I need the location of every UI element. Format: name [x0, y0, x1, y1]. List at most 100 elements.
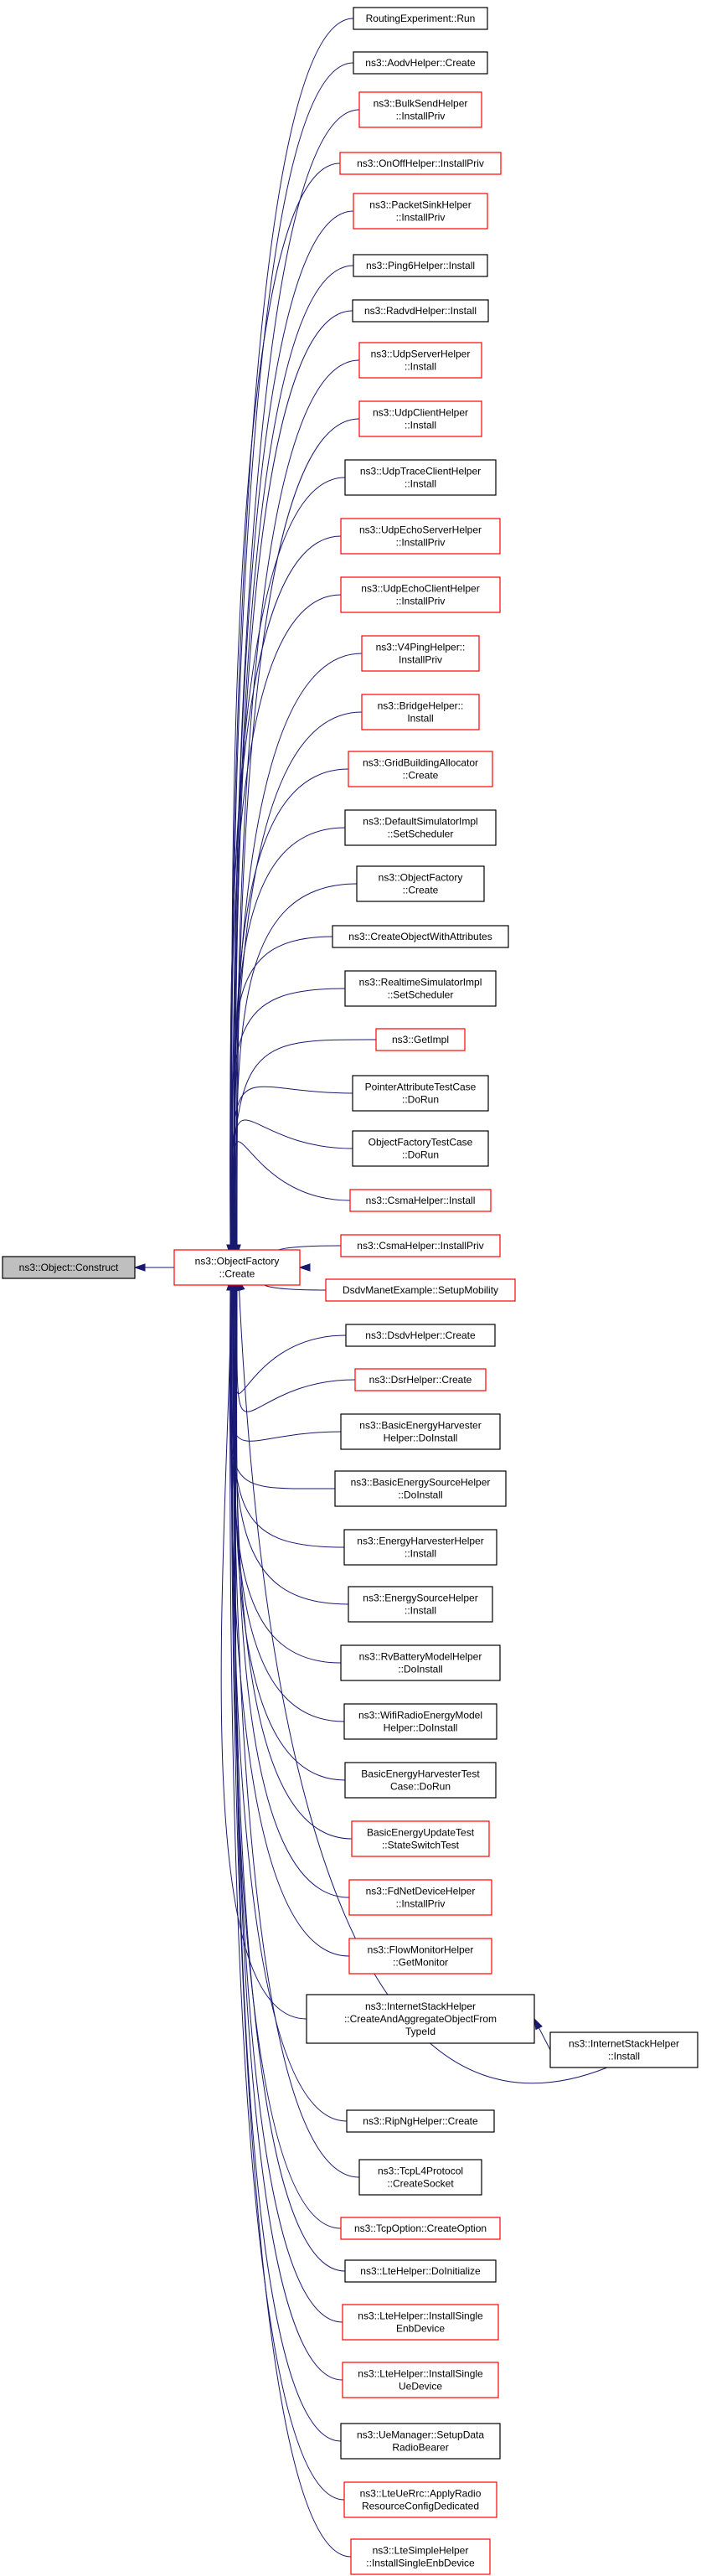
caller-node[interactable]: ns3::PacketSinkHelper::InstallPriv [353, 193, 488, 230]
caller-node-label-line: ns3::UdpTraceClientHelper [360, 466, 481, 478]
caller-node-label-line: ns3::RealtimeSimulatorImpl [359, 977, 482, 989]
caller-node-label-line: ns3::UdpServerHelper [371, 348, 471, 360]
caller-node[interactable]: ns3::DsrHelper::Create [354, 1368, 487, 1391]
caller-node[interactable]: RoutingExperiment::Run [353, 7, 488, 30]
call-edge [220, 1279, 307, 2020]
caller-node[interactable]: ns3::UdpEchoServerHelper::InstallPriv [340, 518, 501, 555]
caller-node-box [343, 1703, 497, 1740]
caller-node-label-line: ::SetScheduler [388, 989, 454, 1001]
caller-node[interactable]: ns3::LteUeRrc::ApplyRadioResourceConfigD… [343, 2481, 497, 2518]
call-arrowhead [298, 1263, 311, 1272]
caller-node-label-line: ns3::TcpOption::CreateOption [354, 2222, 487, 2234]
create-to-construct-arrowhead [133, 1263, 146, 1272]
caller-node[interactable]: ns3::UdpTraceClientHelper::Install [344, 459, 497, 496]
caller-node-box [340, 2217, 501, 2240]
caller-node[interactable]: ns3::EnergySourceHelper::Install [348, 1586, 493, 1623]
caller-node-label-line: ::CreateSocket [387, 2178, 454, 2190]
caller-node[interactable]: ns3::Ping6Helper::Install [353, 254, 488, 277]
caller-node[interactable]: ns3::V4PingHelper::InstallPriv [361, 635, 480, 672]
caller-node[interactable]: ns3::RealtimeSimulatorImpl::SetScheduler [344, 970, 497, 1007]
caller-node[interactable]: ns3::CsmaHelper::InstallPriv [340, 1234, 501, 1257]
caller-node-label-line: ::DoInstall [398, 1489, 442, 1501]
call-edge [233, 1279, 346, 2272]
object-construct-node[interactable]: ns3::Object::Construct [2, 1256, 136, 1279]
caller-node[interactable]: ObjectFactoryTestCase::DoRun [352, 1130, 489, 1167]
caller-node[interactable]: ns3::ObjectFactory::Create [356, 865, 485, 902]
caller-node[interactable]: DsdvManetExample::SetupMobility [325, 1278, 516, 1302]
call-edge [229, 477, 346, 1256]
caller-node-label-line: ::GetMonitor [393, 1957, 448, 1969]
caller-node-label-line: ns3::RipNgHelper::Create [363, 2115, 478, 2127]
caller-node-box [354, 1368, 487, 1391]
caller-node[interactable]: ns3::RvBatteryModelHelper::DoInstall [340, 1644, 501, 1681]
call-edge [234, 265, 354, 1256]
caller-node-label-line: ::InstallPriv [396, 537, 446, 549]
caller-node-box [351, 1820, 490, 1857]
caller-node[interactable]: ns3::BasicEnergySourceHelper::DoInstall [334, 1470, 507, 1507]
call-edge [232, 1279, 349, 1605]
caller-node[interactable]: ns3::UdpClientHelper::Install [358, 400, 482, 437]
caller-node[interactable]: ns3::BulkSendHelper::InstallPriv [358, 91, 482, 128]
caller-node[interactable]: ns3::AodvHelper::Create [353, 51, 488, 75]
caller-node[interactable]: ns3::EnergyHarvesterHelper::Install [343, 1529, 497, 1566]
caller-node[interactable]: ns3::BridgeHelper::Install [361, 694, 480, 730]
caller-node-label-line: Install [407, 713, 433, 725]
call-edge [235, 1279, 353, 1840]
caller-node[interactable]: ns3::GetImpl [375, 1028, 466, 1051]
caller-node-box [349, 1189, 492, 1212]
caller-node-box [353, 51, 488, 75]
caller-node[interactable]: ns3::FdNetDeviceHelper::InstallPriv [348, 1879, 492, 1916]
caller-node[interactable]: ns3::RipNgHelper::Create [346, 2109, 495, 2133]
object-factory-create-node-box [173, 1249, 301, 1286]
caller-node-label-line: BasicEnergyUpdateTest [367, 1827, 475, 1839]
caller-node-box [340, 1234, 501, 1257]
caller-node[interactable]: ns3::LteHelper::InstallSingleEnbDevice [342, 2304, 499, 2341]
caller-node[interactable]: ns3::InternetStackHelper::CreateAndAggre… [306, 1994, 535, 2044]
caller-node[interactable]: ns3::DefaultSimulatorImpl::SetScheduler [344, 809, 497, 846]
caller-node[interactable]: ns3::TcpOption::CreateOption [340, 2217, 501, 2240]
call-edge [230, 594, 342, 1256]
caller-node[interactable]: ns3::FlowMonitorHelper::GetMonitor [348, 1938, 492, 1975]
call-edge [233, 1141, 351, 1256]
internet-stack-install-node[interactable]: ns3::InternetStackHelper::Install [549, 2031, 698, 2068]
caller-node[interactable]: ns3::CsmaHelper::Install [349, 1189, 492, 1212]
caller-node[interactable]: ns3::LteSimpleHelper::InstallSingleEnbDe… [350, 2538, 491, 2575]
caller-node-label-line: ns3::BasicEnergySourceHelper [351, 1477, 491, 1489]
caller-node[interactable]: ns3::CreateObjectWithAttributes [332, 925, 509, 948]
caller-node-label-line: ns3::Ping6Helper::Install [366, 260, 475, 271]
caller-node[interactable]: BasicEnergyUpdateTest::StateSwitchTest [351, 1820, 490, 1857]
caller-node[interactable]: ns3::BasicEnergyHarvesterHelper::DoInsta… [340, 1413, 501, 1450]
caller-node[interactable]: ns3::UdpEchoClientHelper::InstallPriv [340, 576, 501, 613]
caller-node[interactable]: ns3::GridBuildingAllocator::Create [348, 751, 493, 787]
caller-node[interactable]: ns3::LteHelper::DoInitialize [344, 2259, 497, 2283]
caller-node-box [343, 2481, 497, 2518]
caller-node-label-line: ns3::BasicEnergyHarvester [359, 1420, 481, 1432]
object-factory-create-node[interactable]: ns3::ObjectFactory::Create [173, 1249, 301, 1286]
caller-node-box [358, 91, 482, 128]
caller-node[interactable]: ns3::WifiRadioEnergyModelHelper::DoInsta… [343, 1703, 497, 1740]
caller-node-label-line: ns3::TcpL4Protocol [378, 2166, 463, 2177]
caller-node-label-line: ::DoRun [402, 1094, 439, 1106]
internet-stack-install-node-box [549, 2031, 698, 2068]
caller-node[interactable]: PointerAttributeTestCase::DoRun [352, 1075, 489, 1112]
caller-node-label-line: ns3::CreateObjectWithAttributes [348, 931, 492, 942]
caller-node-box [375, 1028, 466, 1051]
caller-node[interactable]: ns3::UdpServerHelper::Install [358, 342, 482, 379]
caller-node-label-line: ns3::DsrHelper::Create [369, 1374, 472, 1386]
caller-node-label-line: ns3::LteHelper::InstallSingle [358, 2368, 483, 2380]
caller-node-box [344, 809, 497, 846]
caller-node[interactable]: ns3::DsdvHelper::Create [345, 1324, 496, 1347]
caller-node[interactable]: ns3::TcpL4Protocol::CreateSocket [358, 2159, 482, 2196]
caller-node-box [344, 1762, 497, 1799]
caller-node-box [358, 342, 482, 379]
caller-node[interactable]: ns3::OnOffHelper::InstallPriv [339, 152, 502, 175]
caller-node-box [353, 193, 488, 230]
caller-node-label-line: ::StateSwitchTest [382, 1840, 460, 1851]
caller-node[interactable]: ns3::RadvdHelper::Install [352, 299, 489, 323]
object-construct-node-label-line: ns3::Object::Construct [19, 1262, 119, 1273]
call-edge [233, 711, 363, 1256]
caller-node-box [348, 1938, 492, 1975]
